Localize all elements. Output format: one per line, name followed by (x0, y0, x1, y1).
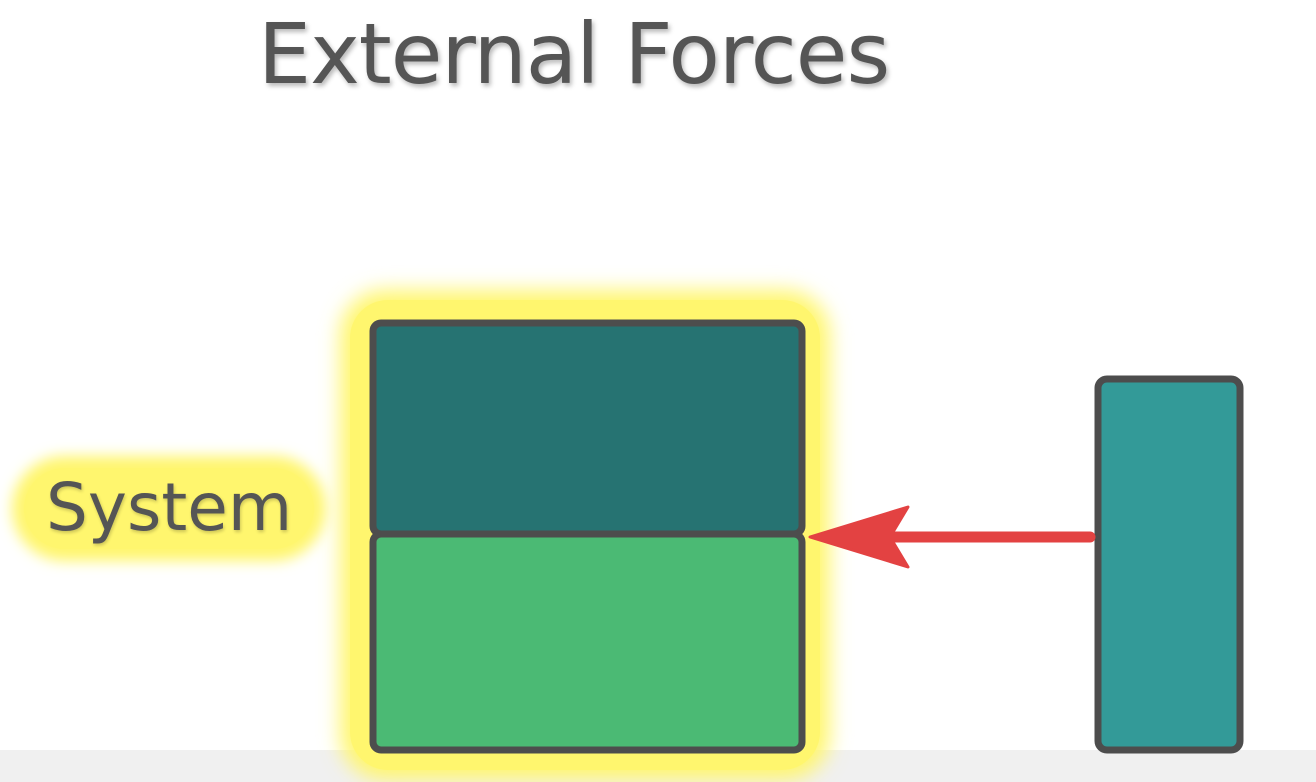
arrow-head (808, 505, 910, 569)
external-block (1094, 375, 1244, 754)
system-bottom-block (369, 530, 806, 754)
diagram-title: External Forces (258, 5, 890, 103)
external-force-arrow (808, 505, 1096, 569)
system-label: System (24, 468, 315, 549)
system-top-block (369, 319, 806, 538)
